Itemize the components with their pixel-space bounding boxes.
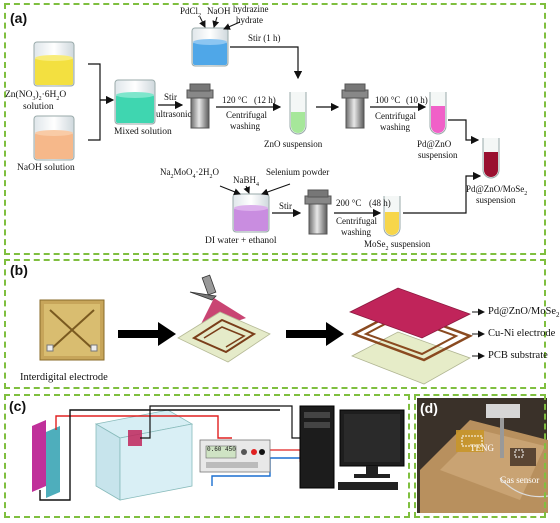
- cond1-time: (12 h): [254, 95, 276, 105]
- computer-tower: [299, 405, 335, 489]
- multimeter: [199, 439, 271, 473]
- tube-zno: [289, 92, 307, 135]
- cond1-temp: 120 °C: [222, 95, 248, 105]
- panel-c-label: (c): [9, 398, 27, 414]
- interdigital-electrode-photo: [39, 299, 105, 361]
- panel-d-label: (d): [420, 400, 438, 416]
- beaker-mose2-precursor: [232, 193, 270, 233]
- washing-2: washing: [380, 122, 410, 132]
- naoh-reagent-label: NaOH: [207, 6, 231, 16]
- centrifugal-1: Centrifugal: [226, 110, 267, 120]
- panel-b: [4, 259, 546, 389]
- layer-sensing-label: Pd@ZnO/MoSe2: [488, 306, 560, 320]
- beaker-mixed: [114, 79, 156, 125]
- layer-cu-ni-label: Cu-Ni electrode: [488, 328, 556, 339]
- tube-mose2: [383, 196, 401, 237]
- stir-1h-label: Stir (1 h): [248, 33, 281, 43]
- beaker-pdcl2: [191, 27, 229, 67]
- gas-sensor-label: Gas sensor: [500, 475, 540, 485]
- autoclave-2: [341, 83, 369, 129]
- zn-solution-label: solution: [23, 102, 54, 112]
- wire-red: [55, 415, 232, 439]
- panel-d: [414, 394, 546, 518]
- washing-3: washing: [341, 227, 371, 237]
- pdcl2-label: PdCl2: [180, 6, 202, 19]
- merge-bracket: [88, 63, 112, 141]
- di-water-label: DI water + ethanol: [205, 236, 277, 246]
- sensing-layer: [348, 287, 472, 339]
- spray-coating-illustration: [177, 274, 271, 363]
- interdigital-label: Interdigital electrode: [20, 372, 108, 383]
- teng-plates: [32, 420, 60, 498]
- na2moo4-label: Na2MoO4·2H2O: [160, 167, 220, 180]
- panel-a-label: (a): [10, 10, 28, 26]
- stir-2-label: Stir: [279, 201, 293, 211]
- pdzno-label: Pd@ZnO: [417, 139, 452, 149]
- final-product-label: Pd@ZnO/MoSe2: [466, 184, 528, 197]
- centrifugal-2: Centrifugal: [375, 111, 416, 121]
- stir-label: Stir: [164, 92, 178, 102]
- panel-c: [4, 394, 410, 518]
- mose2-suspension-label: MoSe2 suspension: [364, 239, 431, 252]
- hydrate-label: hydrate: [236, 15, 263, 25]
- ultrasonic-label: ultrasonic: [156, 109, 192, 119]
- autoclave-1: [186, 83, 214, 129]
- tube-pdzno: [429, 92, 447, 135]
- mixed-solution-label: Mixed solution: [114, 127, 172, 137]
- naoh-solution-label: NaOH solution: [17, 163, 75, 173]
- computer-monitor: [338, 409, 405, 490]
- tube-final: [482, 138, 500, 179]
- wire-black: [39, 409, 280, 501]
- meter-reading: 0.60 450: [207, 446, 236, 453]
- cond2-time: (10 h): [406, 95, 428, 105]
- hydrazine-label: hydrazine: [233, 4, 269, 14]
- process-arrow-2: [286, 322, 344, 346]
- zno-suspension-label: ZnO suspension: [264, 139, 323, 149]
- cond3-temp: 200 °C: [336, 198, 362, 208]
- selenium-label: Selenium powder: [266, 167, 330, 177]
- zn-nitrate-label: Zn(NO3)2·6H2O: [5, 90, 67, 102]
- panel-b-label: (b): [10, 262, 28, 278]
- layer-stack: [348, 287, 474, 385]
- final-suspension: suspension: [476, 195, 516, 205]
- cond2-temp: 100 °C: [375, 95, 401, 105]
- autoclave-3: [304, 189, 332, 235]
- centrifugal-3: Centrifugal: [336, 216, 377, 226]
- setup-photo: [417, 398, 549, 513]
- cond3-time: (48 h): [369, 198, 391, 208]
- beaker-naoh: [33, 115, 75, 161]
- pdzno-suspension: suspension: [418, 150, 458, 160]
- washing-1: washing: [230, 121, 260, 131]
- nabh4-label: NaBH4: [233, 175, 259, 188]
- beaker-zn-nitrate: [33, 41, 75, 87]
- teng-label: TENG: [470, 443, 494, 453]
- layer-pcb-label: PCB substrate: [488, 350, 548, 361]
- process-arrow-1: [118, 322, 176, 346]
- test-chamber: [94, 409, 194, 501]
